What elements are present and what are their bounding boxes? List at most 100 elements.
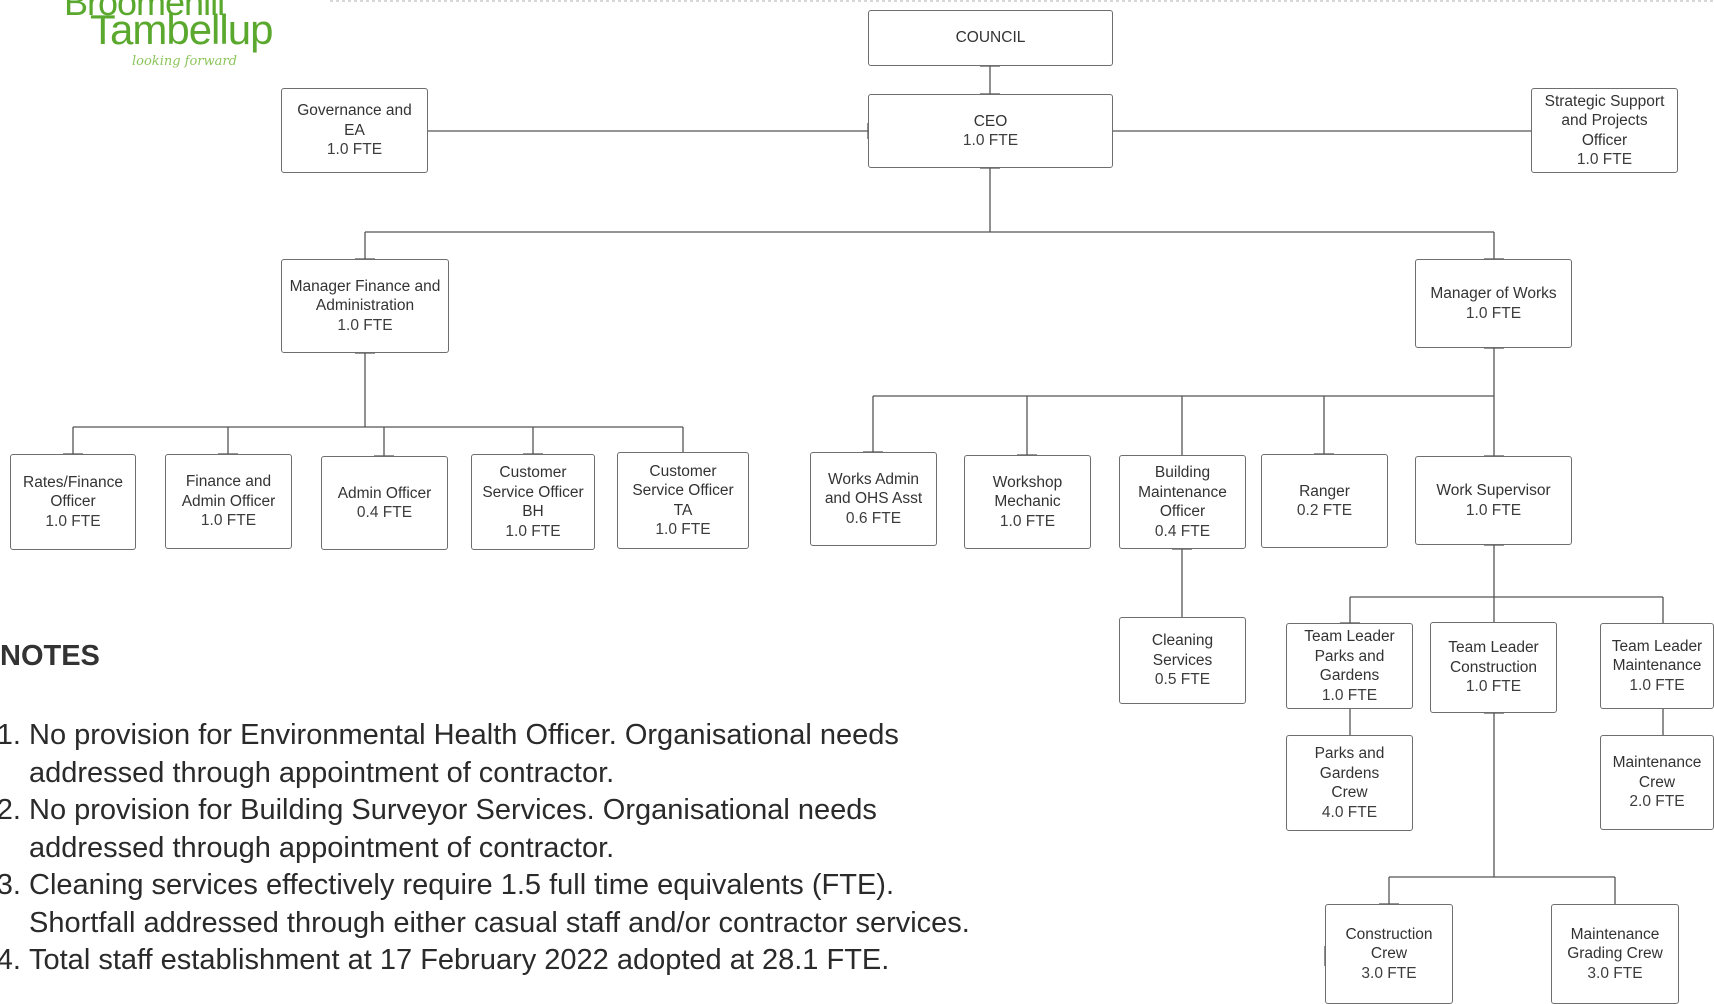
fte-value: 1.0 FTE — [1465, 501, 1522, 519]
position-title-line: Mechanic — [994, 493, 1061, 511]
position-title-line: Works Admin — [827, 470, 920, 488]
position-title-line: and OHS Asst — [824, 490, 923, 508]
position-title-line: BH — [522, 503, 544, 520]
fte-value: 2.0 FTE — [1629, 793, 1685, 811]
position-title-line: Maintenance — [1612, 657, 1702, 675]
position-title-line: Maintenance — [1570, 925, 1660, 943]
position-title-line: Service Officer — [632, 482, 734, 499]
position-title-line: Parks and — [1314, 647, 1385, 665]
fte-value: 1.0 FTE — [1465, 678, 1522, 696]
ceo-box: CEO 1.0 FTE — [868, 94, 1113, 168]
position-title-line: Gardens — [1319, 667, 1380, 684]
position-title-line: Maintenance — [1612, 754, 1702, 772]
position-title-line: Customer — [649, 462, 717, 480]
fte-value: 1.0 FTE — [1321, 686, 1378, 704]
position-title-line: Rates/Finance — [23, 473, 123, 491]
fte-value: 1.0 FTE — [655, 521, 711, 538]
position-title-line: Governance and — [297, 102, 412, 120]
position-title-line: TA — [673, 501, 693, 519]
position-title-line: Crew — [1331, 784, 1368, 801]
notes-section: NOTES No provision for Environmental Hea… — [0, 640, 1000, 980]
council-box: COUNCIL — [868, 10, 1113, 66]
position-title-line: and Projects — [1561, 112, 1648, 129]
position-title-line: Ranger — [1299, 482, 1350, 500]
fte-value: 3.0 FTE — [1587, 964, 1643, 982]
fte-value: 0.5 FTE — [1154, 671, 1211, 689]
position-title-line: EA — [344, 121, 365, 139]
position-title-line: Officer — [1581, 131, 1628, 149]
position-title-line: Maintenance — [1138, 483, 1227, 501]
position-title-line: Building — [1154, 464, 1211, 481]
position-title-line: Finance and — [185, 473, 272, 491]
fte-value: 0.2 FTE — [1296, 502, 1353, 519]
position-title-line: Officer — [1159, 503, 1206, 520]
logo-text-line2: Tambellup — [90, 6, 273, 53]
position-title-line: Grading Crew — [1567, 945, 1663, 963]
position-title-line: Services — [1152, 651, 1213, 669]
position-title-line: Officer — [50, 493, 96, 511]
position-title-line: Admin Officer — [337, 484, 432, 502]
position-title-line: Strategic Support — [1544, 92, 1665, 110]
admin-officer-box: Admin Officer 0.4 FTE — [321, 456, 448, 550]
position-title-line: Manager Finance and — [289, 277, 441, 295]
fte-value: 1.0 FTE — [505, 522, 561, 540]
fte-value: 1.0 FTE — [326, 141, 383, 159]
note-item: Total staff establishment at 17 February… — [29, 942, 1000, 980]
position-title-line: Cleaning — [1151, 632, 1214, 650]
position-title-line: Administration — [315, 297, 415, 315]
fte-value: 1.0 FTE — [962, 132, 1019, 149]
fte-value: 1.0 FTE — [45, 512, 101, 530]
fte-value: 0.6 FTE — [845, 509, 902, 527]
position-title-line: Parks and — [1314, 745, 1385, 762]
logo-text-line1: Broomehill — [64, 0, 225, 23]
position-title-line: Work Supervisor — [1436, 482, 1551, 499]
position-title-line: Crew — [1370, 945, 1408, 963]
position-title-line: CEO — [973, 112, 1008, 130]
fte-value: 1.0 FTE — [200, 512, 257, 530]
fte-value: 4.0 FTE — [1321, 803, 1378, 821]
position-title-line: Customer — [499, 464, 567, 481]
shire-logo: Broomehill Tambellup looking forward — [62, 0, 273, 77]
fte-value: 0.4 FTE — [1154, 522, 1211, 540]
position-title-line: COUNCIL — [955, 29, 1026, 47]
connector-lines — [72, 66, 1664, 904]
notes-heading: NOTES — [0, 640, 100, 672]
position-title-line: Crew — [1638, 773, 1676, 791]
note-item: No provision for Building Surveyor Servi… — [29, 792, 1000, 867]
ranger-box: Ranger 0.2 FTE — [1261, 454, 1388, 548]
position-title-line: Team Leader — [1611, 637, 1703, 655]
note-item: No provision for Environmental Health Of… — [29, 717, 1000, 792]
position-title-line: Service Officer — [482, 483, 584, 501]
fte-value: 1.0 FTE — [337, 316, 393, 334]
position-title-line: Team Leader — [1448, 639, 1539, 657]
note-item: Cleaning services effectively require 1.… — [29, 867, 1000, 942]
notes-list: No provision for Environmental Health Of… — [0, 717, 1000, 980]
fte-value: 0.4 FTE — [356, 504, 413, 521]
fte-value: 1.0 FTE — [1629, 676, 1685, 694]
fte-value: 1.0 FTE — [1576, 151, 1633, 168]
position-title-line: Manager of Works — [1430, 285, 1557, 302]
position-title-line: Admin Officer — [181, 492, 276, 510]
position-title-line: Construction — [1449, 658, 1537, 676]
position-title-line: Construction — [1345, 925, 1433, 943]
logo-tagline: looking forward — [132, 54, 237, 69]
fte-value: 1.0 FTE — [1465, 304, 1522, 322]
